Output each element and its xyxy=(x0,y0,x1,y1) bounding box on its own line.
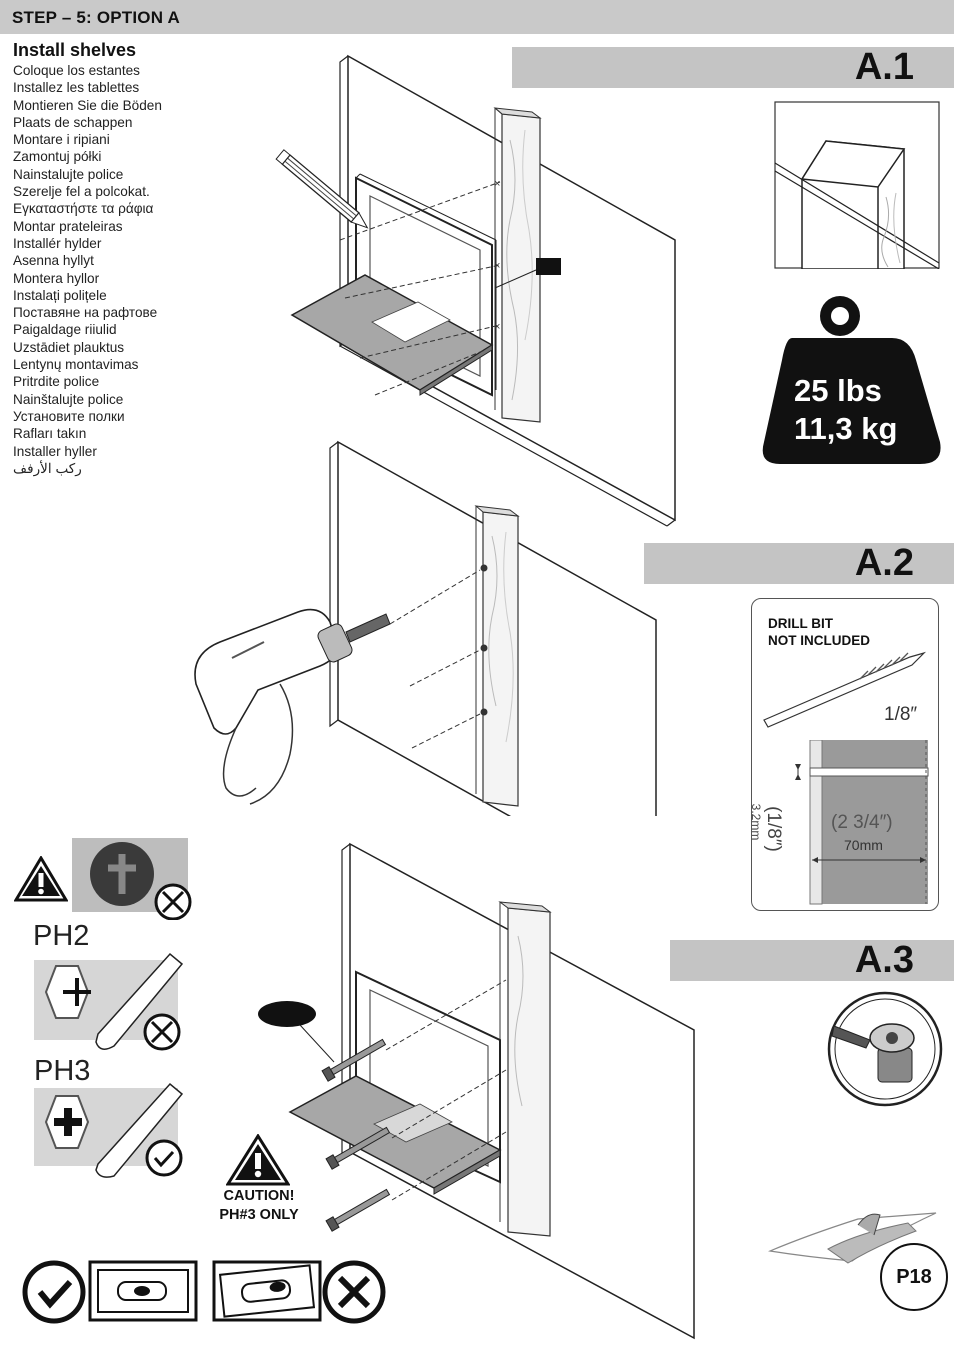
translation-item: Montieren Sie die Böden xyxy=(13,97,162,113)
svg-text:×: × xyxy=(494,178,500,190)
translation-item: Coloque los estantes xyxy=(13,63,140,78)
translation-item: Installer hyller xyxy=(13,443,97,459)
translation-item: Montare i ripiani xyxy=(13,132,110,148)
caution-line2: PH#3 ONLY xyxy=(219,1207,299,1223)
drill-note-line1: DRILL BIT xyxy=(768,616,833,631)
caution-line1: CAUTION! xyxy=(223,1188,295,1204)
page-number: P18 xyxy=(880,1243,948,1311)
weight-lbs: 25 lbs xyxy=(794,373,882,408)
screw-mount-illustration xyxy=(258,842,695,1340)
translation-item: Plaats de schappen xyxy=(13,114,133,130)
hole-depth-mm: 70mm xyxy=(844,837,883,853)
section-a3-bar: A.3 xyxy=(670,940,954,981)
drill-bit-note: DRILL BIT NOT INCLUDED xyxy=(768,615,870,649)
stripped-screw-head-icon xyxy=(72,838,192,920)
svg-text:×: × xyxy=(494,321,500,333)
ph3-bit-icon xyxy=(34,1082,184,1178)
translation-item: Montar prateleiras xyxy=(13,218,123,234)
translation-item: Εγκαταστήστε τα ράφια xyxy=(13,201,154,217)
translation-list: Coloque los estantes Installez les table… xyxy=(13,62,162,477)
stud-detail-icon xyxy=(774,101,940,269)
drill-bit-size: 1/8″ xyxy=(884,704,918,725)
svg-text:×: × xyxy=(494,260,500,272)
section-a2-bar: A.2 xyxy=(644,543,954,584)
translation-item: Nainstalujte police xyxy=(13,166,124,182)
translation-item: Paigaldage riiulid xyxy=(13,322,117,338)
translation-item: Nainštalujte police xyxy=(13,391,124,407)
screw xyxy=(321,1038,387,1082)
part-tag xyxy=(258,1001,316,1027)
hole-diameter-inches: (1/8″) xyxy=(763,806,784,852)
translation-item: Installér hylder xyxy=(13,235,102,251)
translation-item: ركب الأرفف xyxy=(13,460,82,476)
ph2-bit-icon xyxy=(34,952,184,1051)
step-header-bar xyxy=(0,0,954,34)
ph2-label: PH2 xyxy=(33,920,90,952)
drill-tool xyxy=(194,608,391,805)
drilling-illustration xyxy=(194,440,657,816)
warning-triangle-icon xyxy=(14,856,68,902)
section-a2-label: A.2 xyxy=(854,542,914,584)
hole-diameter-mm: 3.2mm xyxy=(749,803,763,841)
translation-item: Montera hyllor xyxy=(13,270,100,286)
anchor-detail-icon xyxy=(827,991,943,1107)
step-title: STEP – 5: OPTION A xyxy=(12,8,180,27)
translation-item: Установите полки xyxy=(13,408,125,424)
translation-item: Поставяне на рафтове xyxy=(13,305,158,321)
translation-item: Lentynų montavimas xyxy=(13,357,139,373)
translation-item: Szerelje fel a polcokat. xyxy=(13,184,150,200)
translation-item: Installez les tablettes xyxy=(13,80,140,96)
drill-bit-icon xyxy=(763,651,927,728)
translation-item: Uzstādiet plauktus xyxy=(13,339,125,355)
screw xyxy=(325,1126,391,1170)
part-tag xyxy=(536,258,561,275)
caution-text: CAUTION! PH#3 ONLY xyxy=(206,1187,312,1225)
section-a1-bar: A.1 xyxy=(512,47,954,88)
section-a1-label: A.1 xyxy=(854,46,914,88)
hole-depth-diagram xyxy=(795,740,929,905)
translation-item: Rafları takın xyxy=(13,426,87,442)
section-a3-label: A.3 xyxy=(854,939,914,981)
screw xyxy=(325,1188,391,1232)
ph3-label: PH3 xyxy=(34,1055,91,1087)
page-turn-icon xyxy=(768,1212,937,1264)
translation-item: Zamontuj półki xyxy=(13,149,102,165)
instruction-title: Install shelves xyxy=(13,40,137,60)
wall-shelf-mount-illustration: × × × xyxy=(275,54,676,527)
translation-item: Instalați polițele xyxy=(13,287,107,303)
level-correct-icon xyxy=(22,1260,198,1324)
drill-note-line2: NOT INCLUDED xyxy=(768,633,870,648)
weight-kg: 11,3 kg xyxy=(794,411,898,446)
level-incorrect-icon xyxy=(212,1260,386,1324)
weight-icon xyxy=(762,296,941,464)
translation-item: Asenna hyllyt xyxy=(13,253,94,269)
translation-item: Pritrdite police xyxy=(13,374,100,390)
caution-triangle-icon xyxy=(226,1134,290,1186)
hole-depth-inches: (2 3/4″) xyxy=(831,812,893,833)
